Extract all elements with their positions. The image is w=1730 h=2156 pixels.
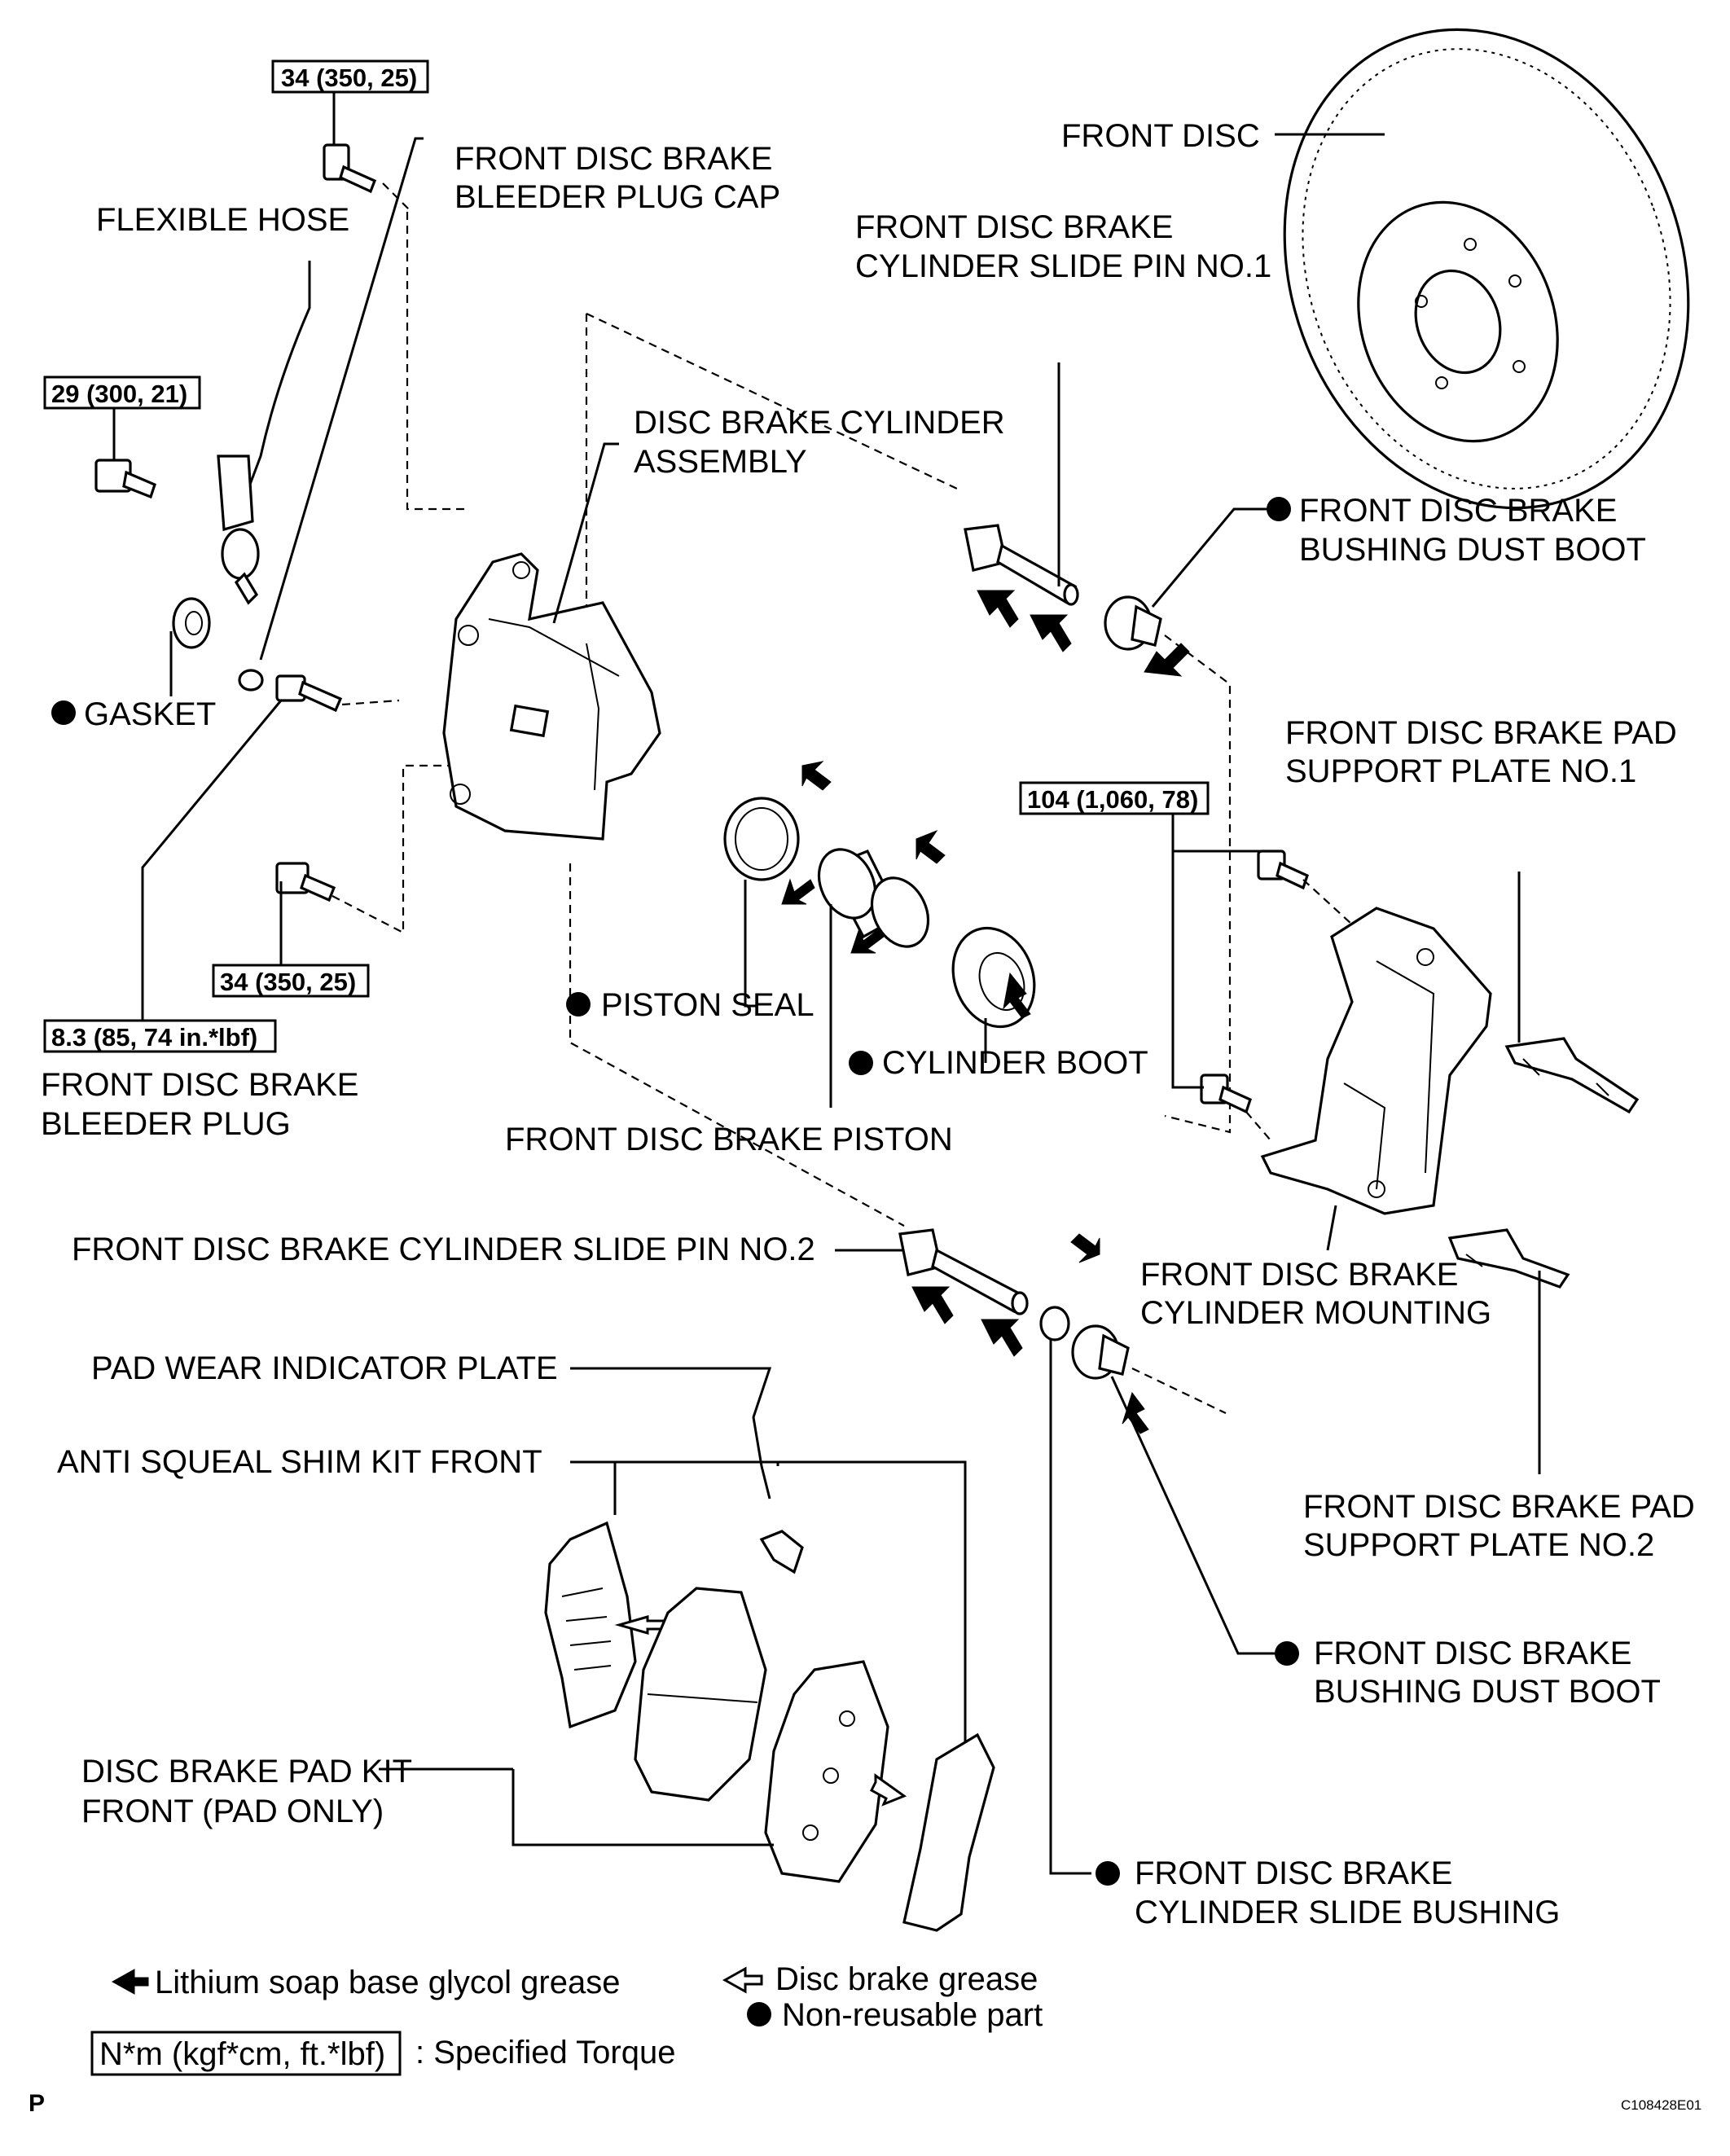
- label-slide-pin2: FRONT DISC BRAKE CYLINDER SLIDE PIN NO.2: [72, 1232, 815, 1267]
- svg-text:34 (350, 25): 34 (350, 25): [281, 64, 417, 92]
- anti-squeal-shim-inner: [544, 1521, 637, 1729]
- slide-pin-2: [898, 1228, 1029, 1315]
- torque-hose-bracket: 29 (300, 21): [43, 375, 201, 410]
- gasket-part: [172, 597, 211, 649]
- legend-non-reusable: Non-reusable part: [782, 1997, 1043, 2033]
- svg-text:8.3 (85, 74 in.*lbf): 8.3 (85, 74 in.*lbf): [51, 1023, 257, 1052]
- label-front-disc: FRONT DISC: [1061, 118, 1260, 154]
- disc-brake-cylinder-assembly: [442, 552, 661, 841]
- svg-text:34 (350, 25): 34 (350, 25): [220, 968, 356, 996]
- union-bolt: [323, 143, 377, 194]
- mounting-bolt-lower: [1200, 1074, 1252, 1114]
- label-slide-bushing-line1: FRONT DISC BRAKE: [1135, 1855, 1452, 1891]
- label-flexible-hose: FLEXIBLE HOSE: [96, 202, 349, 238]
- brake-pad-inner: [634, 1587, 767, 1802]
- bleeder-plug: [238, 669, 343, 713]
- label-support1-line2: SUPPORT PLATE NO.1: [1285, 753, 1636, 789]
- label-piston-seal: PISTON SEAL: [601, 987, 815, 1023]
- label-wear-plate: PAD WEAR INDICATOR PLATE: [91, 1350, 558, 1386]
- label-dust-boot2-line2: BUSHING DUST BOOT: [1314, 1674, 1661, 1710]
- torque-cylinder-bolt: 34 (350, 25): [212, 964, 370, 998]
- lithium-grease-arrow-icon: [111, 1969, 149, 1995]
- label-gasket: GASKET: [84, 696, 216, 732]
- support-plate-1: [1504, 1037, 1640, 1114]
- wear-indicator-plate: [759, 1530, 804, 1574]
- cylinder-boot-part: [951, 926, 1036, 1029]
- torque-hose-union: 34 (350, 25): [271, 59, 429, 94]
- bracket-bolt: [94, 459, 156, 499]
- page-letter: P: [29, 2090, 45, 2117]
- label-cyl-assy-line1: DISC BRAKE CYLINDER: [634, 405, 1005, 441]
- label-mounting-line1: FRONT DISC BRAKE: [1140, 1257, 1458, 1293]
- flexible-hose: [217, 261, 311, 605]
- figure-code: C108428E01: [1621, 2097, 1701, 2113]
- legend-torque-box: N*m (kgf*cm, ft.*lbf): [99, 2036, 385, 2072]
- label-dust-boot2-line1: FRONT DISC BRAKE: [1314, 1636, 1631, 1671]
- piston-seal: [723, 797, 800, 881]
- label-slide-pin1-line2: CYLINDER SLIDE PIN NO.1: [855, 248, 1271, 284]
- svg-text:29 (300, 21): 29 (300, 21): [51, 380, 187, 408]
- label-dust-boot1-line1: FRONT DISC BRAKE: [1299, 493, 1617, 529]
- anti-squeal-shim-outer: [902, 1732, 995, 1932]
- label-slide-bushing-line2: CYLINDER SLIDE BUSHING: [1135, 1895, 1560, 1930]
- legend: Lithium soap base glycol grease Disc bra…: [90, 1961, 1043, 2076]
- grease-arrows: [781, 590, 1190, 1434]
- torque-mounting-bolt: 104 (1,060, 78): [1019, 781, 1210, 815]
- slide-pin-1: [964, 524, 1079, 606]
- label-shim-kit: ANTI SQUEAL SHIM KIT FRONT: [57, 1444, 542, 1480]
- legend-lithium-grease: Lithium soap base glycol grease: [155, 1965, 620, 2000]
- dust-boot-2: [1071, 1324, 1130, 1380]
- label-dust-boot1-line2: BUSHING DUST BOOT: [1299, 532, 1646, 568]
- label-support1-line1: FRONT DISC BRAKE PAD: [1285, 715, 1677, 751]
- front-disc-rotor: [1283, 28, 1690, 510]
- brake-pad-outer: [764, 1660, 889, 1883]
- label-bleeder-plug-line1: FRONT DISC BRAKE: [41, 1067, 358, 1103]
- non-reusable-markers: [51, 497, 1299, 2026]
- brake-piston: [817, 848, 930, 948]
- label-support2-line2: SUPPORT PLATE NO.2: [1303, 1527, 1654, 1563]
- svg-text:104 (1,060, 78): 104 (1,060, 78): [1027, 785, 1198, 814]
- support-plate-2: [1447, 1228, 1570, 1289]
- cylinder-bolt: [275, 862, 336, 902]
- cylinder-mounting: [1260, 907, 1492, 1215]
- torque-bleeder-plug: 8.3 (85, 74 in.*lbf): [43, 1019, 277, 1053]
- label-cylinder-boot: CYLINDER BOOT: [882, 1045, 1148, 1081]
- label-bleeder-cap-line2: BLEEDER PLUG CAP: [454, 179, 780, 215]
- label-support2-line1: FRONT DISC BRAKE PAD: [1303, 1489, 1695, 1525]
- label-pad-kit-line1: DISC BRAKE PAD KIT: [81, 1754, 412, 1789]
- mounting-bolt-upper: [1257, 850, 1309, 890]
- label-bleeder-plug-line2: BLEEDER PLUG: [41, 1106, 291, 1142]
- label-mounting-line2: CYLINDER MOUNTING: [1140, 1295, 1491, 1331]
- disc-grease-arrow-icon: [722, 1966, 763, 1994]
- label-bleeder-cap-line1: FRONT DISC BRAKE: [454, 141, 772, 177]
- label-slide-pin1-line1: FRONT DISC BRAKE: [855, 209, 1173, 245]
- label-cyl-assy-line2: ASSEMBLY: [634, 444, 807, 480]
- dust-boot-1: [1104, 595, 1162, 651]
- label-pad-kit-line2: FRONT (PAD ONLY): [81, 1794, 384, 1829]
- slide-bushing: [1039, 1306, 1070, 1341]
- legend-torque-desc: : Specified Torque: [415, 2035, 675, 2070]
- label-piston: FRONT DISC BRAKE PISTON: [505, 1122, 953, 1157]
- legend-disc-grease: Disc brake grease: [775, 1961, 1038, 1997]
